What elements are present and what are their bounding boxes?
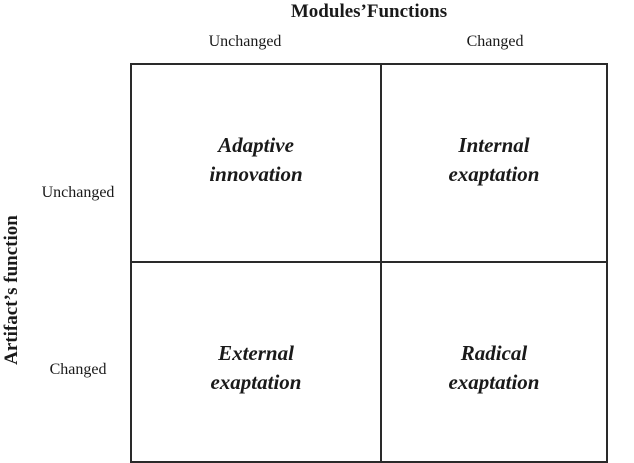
cell-internal-exaptation: Internal exaptation [382, 65, 606, 263]
row-label-unchanged: Unchanged [41, 184, 115, 201]
column-label-unchanged: Unchanged [208, 33, 282, 50]
matrix-grid: Adaptive innovation Internal exaptation … [130, 63, 608, 463]
x-axis-title: Modules’Functions [290, 1, 448, 22]
y-axis-title-wrapper: Artifact’s function [0, 210, 24, 370]
column-label-changed: Changed [466, 33, 524, 50]
row-label-changed: Changed [49, 361, 107, 378]
cell-adaptive-innovation: Adaptive innovation [132, 65, 382, 263]
y-axis-title: Artifact’s function [1, 215, 22, 365]
cell-radical-exaptation: Radical exaptation [448, 341, 540, 394]
cell-external-exaptation: External exaptation [132, 263, 382, 461]
